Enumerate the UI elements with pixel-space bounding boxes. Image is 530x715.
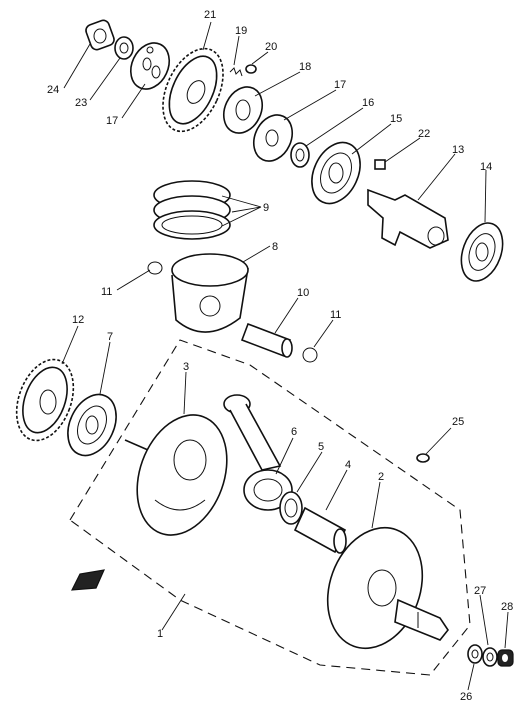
part-16-washer (290, 142, 310, 168)
part-25-pin (416, 453, 430, 463)
part-2-crank-web (326, 526, 449, 650)
part-11-circlip-second (302, 347, 318, 363)
part-20-pin (245, 64, 257, 74)
callout-labels: 24 23 17 21 19 20 18 17 16 15 22 13 14 9… (47, 9, 513, 703)
callout-27: 27 (474, 585, 486, 597)
part-10-piston-pin (240, 322, 293, 358)
part-8-piston (171, 253, 249, 333)
part-3-crank-web (124, 414, 228, 536)
callout-10: 10 (297, 287, 309, 299)
callout-11: 11 (101, 286, 112, 298)
callout-26: 26 (460, 691, 472, 703)
leader-lines (61, 21, 509, 691)
callout-5: 5 (318, 441, 324, 453)
part-17-plate-second (252, 114, 294, 162)
callout-17-second: 17 (334, 79, 346, 91)
callout-1: 1 (157, 628, 163, 640)
callout-17: 17 (106, 115, 118, 127)
callout-9: 9 (263, 202, 269, 214)
callout-20: 20 (265, 41, 277, 53)
part-24-nut (85, 19, 115, 51)
callout-11-second: 11 (330, 309, 341, 321)
callout-8: 8 (272, 241, 278, 253)
part-22-key (374, 159, 386, 170)
callout-13: 13 (452, 144, 464, 156)
callout-6: 6 (291, 426, 297, 438)
callout-23: 23 (75, 97, 87, 109)
callout-16: 16 (362, 97, 374, 109)
part-5-needle-bearing (279, 491, 303, 525)
crank-assembly-outline (69, 339, 471, 676)
part-9-piston-rings (153, 180, 231, 240)
part-27-washer (482, 647, 498, 667)
callout-18: 18 (299, 61, 311, 73)
callout-19: 19 (235, 25, 247, 37)
callout-15: 15 (390, 113, 402, 125)
part-17-plate (129, 42, 171, 90)
callout-21: 21 (204, 9, 216, 21)
front-arrow-mark (70, 569, 106, 591)
part-11-circlip (147, 261, 163, 275)
part-15-bearing (311, 141, 361, 205)
part-12-gear (15, 358, 75, 442)
part-18-hub (222, 86, 264, 134)
callout-14: 14 (480, 161, 492, 173)
part-6-connecting-rod (223, 394, 293, 511)
part-7-bearing (67, 393, 117, 457)
callout-3: 3 (183, 361, 189, 373)
callout-2: 2 (378, 471, 384, 483)
callout-7: 7 (107, 331, 113, 343)
part-28-nut (497, 649, 514, 667)
part-19-spring (229, 67, 243, 77)
part-23-washer (114, 36, 134, 60)
part-4-crank-pin (293, 506, 347, 554)
callout-24: 24 (47, 84, 59, 96)
part-13-balancer-shaft (367, 188, 449, 249)
callout-28: 28 (501, 601, 513, 613)
callout-22: 22 (418, 128, 430, 140)
part-21-sprocket (162, 47, 224, 133)
callout-25: 25 (452, 416, 464, 428)
part-26-washer (467, 644, 483, 664)
part-14-bearing (460, 222, 504, 282)
callout-12: 12 (72, 314, 84, 326)
callout-4: 4 (345, 459, 351, 471)
